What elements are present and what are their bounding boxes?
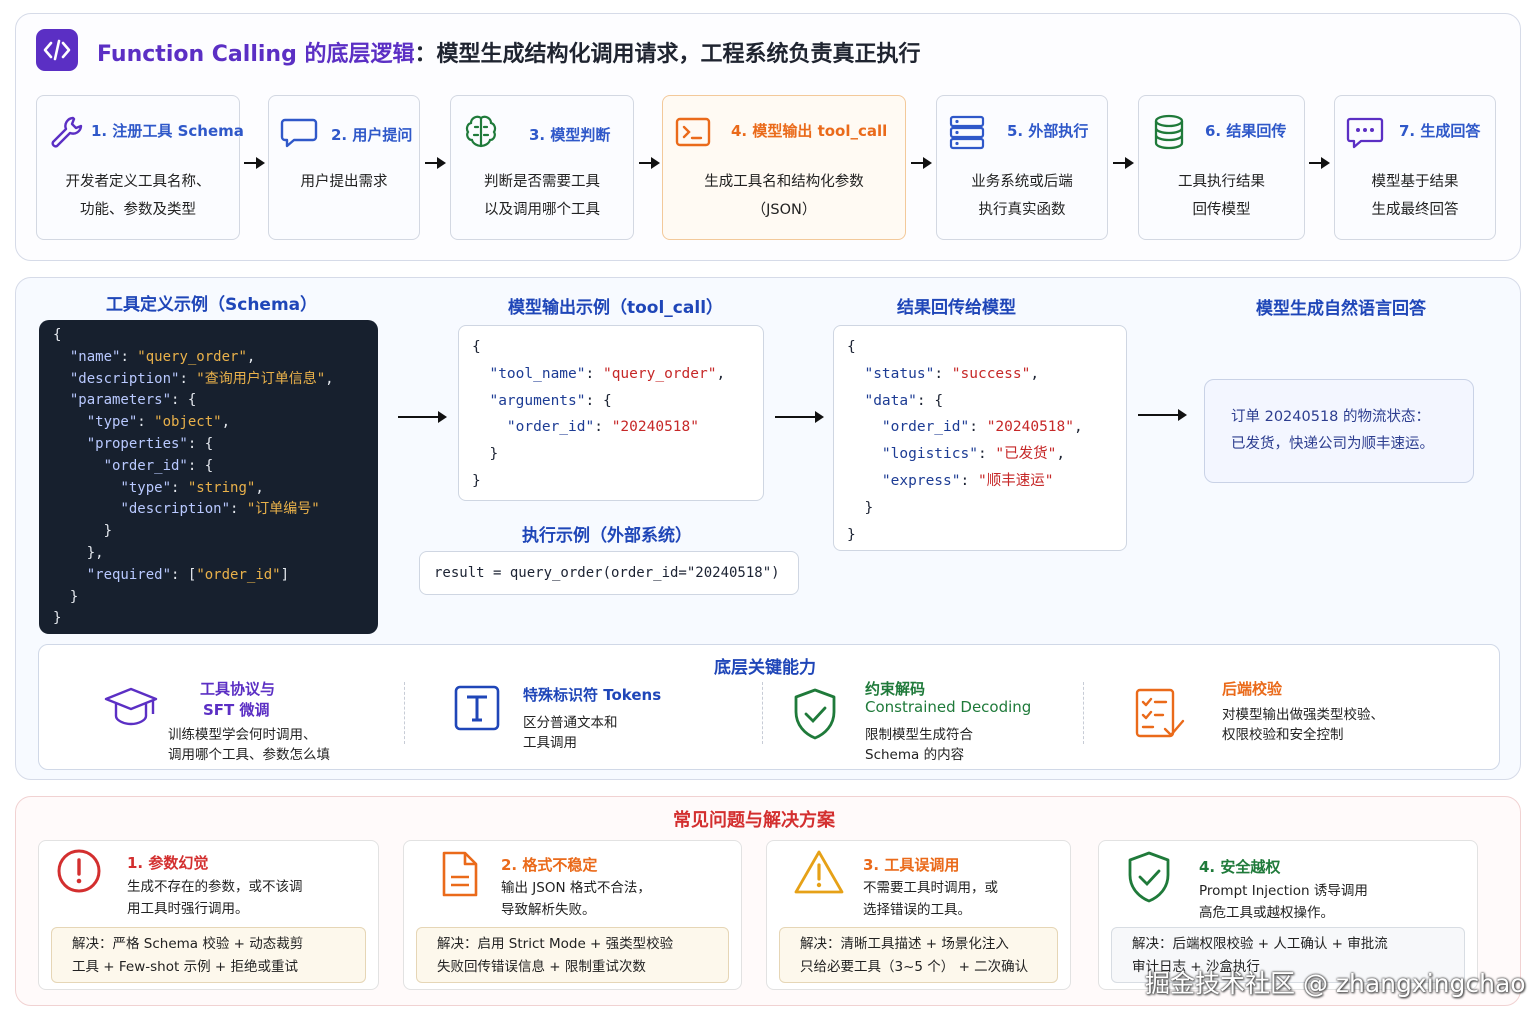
step-register-schema: 1. 注册工具 Schema 开发者定义工具名称、功能、参数及类型	[36, 95, 244, 240]
step-desc-1: 业务系统或后端	[971, 174, 1073, 190]
flow-arrow	[639, 157, 660, 169]
problem-card-security: 4. 安全越权 Prompt Injection 诱导调用 高危工具或越权操作。…	[1098, 840, 1478, 990]
page-title: Function Calling 的底层逻辑：模型生成结构化调用请求，工程系统负…	[97, 36, 921, 68]
checklist-icon	[1135, 688, 1185, 738]
divider	[404, 682, 405, 744]
answer-line-2: 已发货，快递公司为顺丰速运。	[1231, 436, 1434, 452]
exec-code-block: result = query_order(order_id="20240518"…	[419, 551, 799, 595]
message-dots-icon	[1346, 117, 1384, 149]
step-model-judge: 3. 模型判断 判断是否需要工具以及调用哪个工具	[450, 95, 634, 240]
flow-arrow	[398, 411, 447, 423]
toolcall-code-block: { "tool_name": "query_order", "arguments…	[458, 325, 764, 501]
flow-arrow	[911, 157, 932, 169]
problems-heading: 常见问题与解决方案	[673, 810, 835, 831]
shield-check-icon	[794, 688, 836, 740]
step-desc-2: （JSON）	[751, 202, 817, 218]
solution-box: 解决：严格 Schema 校验 + 动态裁剪工具 + Few-shot 示例 +…	[51, 927, 366, 983]
watermark: 掘金技术社区 @ zhangxingchao	[1145, 969, 1526, 998]
step-title: 7. 生成回答	[1399, 122, 1481, 140]
problem-card-format: 2. 格式不稳定 输出 JSON 格式不合法， 导致解析失败。 解决：启用 St…	[403, 840, 742, 990]
step-desc-1: 判断是否需要工具	[484, 174, 600, 190]
step-model-toolcall: 4. 模型输出 tool_call 生成工具名和结构化参数 （JSON）	[662, 95, 906, 240]
step-title: 3. 模型判断	[529, 126, 611, 144]
step-desc-2: 生成最终回答	[1371, 202, 1459, 218]
step-title: 6. 结果回传	[1205, 122, 1287, 140]
step-user-question: 2. 用户提问 用户提出需求	[268, 95, 420, 240]
step-desc-2: 功能、参数及类型	[80, 202, 196, 218]
solution-box: 解决：启用 Strict Mode + 强类型校验失败回传错误信息 + 限制重试…	[416, 927, 729, 983]
divider	[1083, 682, 1084, 744]
chat-bubble-icon	[280, 118, 318, 148]
step-desc-1: 开发者定义工具名称、	[65, 174, 211, 190]
alert-circle-icon	[57, 849, 101, 893]
shield-check-icon	[1128, 851, 1170, 903]
server-icon	[949, 115, 985, 150]
code-icon	[36, 29, 78, 71]
answer-box: 订单 20240518 的物流状态： 已发货，快递公司为顺丰速运。	[1204, 379, 1474, 483]
solution-box: 解决：后端权限校验 + 人工确认 + 审批流审计日志 + 沙盒执行	[1111, 927, 1465, 983]
schema-heading: 工具定义示例（Schema）	[106, 295, 318, 315]
step-title: 2. 用户提问	[331, 126, 413, 144]
capabilities-heading: 底层关键能力	[714, 658, 816, 678]
step-desc-2: 以及调用哪个工具	[484, 202, 600, 218]
step-generate-answer: 7. 生成回答 模型基于结果生成最终回答	[1334, 95, 1496, 240]
answer-heading: 模型生成自然语言回答	[1256, 299, 1426, 319]
flow-arrow	[1309, 157, 1330, 169]
step-desc-1: 生成工具名和结构化参数	[704, 174, 864, 190]
step-desc-1: 工具执行结果	[1178, 174, 1265, 190]
capabilities-panel	[38, 644, 1500, 770]
brain-icon	[465, 115, 497, 148]
flow-arrow	[425, 157, 446, 169]
answer-line-1: 订单 20240518 的物流状态：	[1231, 409, 1431, 425]
step-title: 5. 外部执行	[1007, 122, 1089, 140]
database-icon	[1154, 114, 1184, 150]
step-title: 1. 注册工具 Schema	[91, 122, 244, 140]
flow-arrow	[1138, 409, 1187, 421]
title-rest: ：模型生成结构化调用请求，工程系统负责真正执行	[414, 42, 921, 67]
divider	[762, 682, 763, 744]
problem-card-hallucination: 1. 参数幻觉 生成不存在的参数，或不该调 用工具时强行调用。 解决：严格 Sc…	[38, 840, 379, 990]
flow-arrow	[244, 157, 265, 169]
toolcall-heading: 模型输出示例（tool_call）	[508, 298, 724, 318]
result-code-block: { "status": "success", "data": { "order_…	[833, 325, 1127, 551]
title-accent: Function Calling 的底层逻辑	[97, 42, 415, 67]
step-result-return: 6. 结果回传 工具执行结果回传模型	[1138, 95, 1305, 240]
flow-arrow	[1113, 157, 1134, 169]
solution-box: 解决：清晰工具描述 + 场景化注入只给必要工具（3~5 个） + 二次确认	[779, 927, 1058, 983]
warning-triangle-icon	[794, 850, 844, 894]
token-t-icon	[454, 685, 500, 731]
step-desc-2: 回传模型	[1192, 202, 1251, 218]
graduation-cap-icon	[104, 687, 158, 726]
result-heading: 结果回传给模型	[897, 298, 1016, 318]
step-external-exec: 5. 外部执行 业务系统或后端执行真实函数	[936, 95, 1108, 240]
problem-card-misuse: 3. 工具误调用 不需要工具时调用，或 选择错误的工具。 解决：清晰工具描述 +…	[766, 840, 1071, 990]
step-desc-2: 执行真实函数	[978, 202, 1066, 218]
document-icon	[442, 851, 478, 897]
flow-arrow	[775, 411, 824, 423]
step-desc-1: 模型基于结果	[1371, 174, 1459, 190]
terminal-icon	[675, 117, 711, 147]
exec-heading: 执行示例（外部系统）	[522, 526, 692, 546]
step-title: 4. 模型输出 tool_call	[731, 122, 888, 140]
schema-code-block: { "name": "query_order", "description": …	[39, 320, 378, 634]
wrench-icon	[51, 116, 83, 148]
step-desc-1: 用户提出需求	[300, 174, 388, 190]
